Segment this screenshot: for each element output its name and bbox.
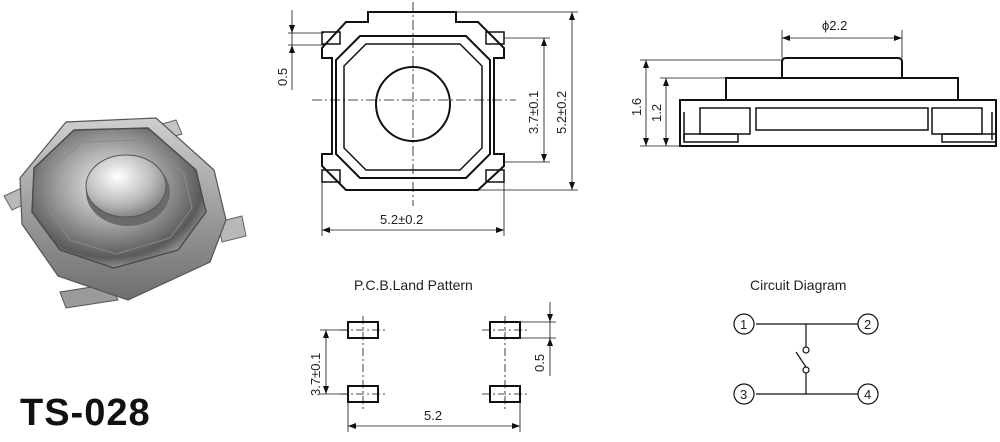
dim-pcb-horizontal: 5.2 <box>424 408 442 423</box>
pin-circle-3 <box>733 383 755 405</box>
pcb-title: P.C.B.Land Pattern <box>354 277 473 293</box>
pin-label-2: 2 <box>864 317 871 332</box>
model-number: TS-028 <box>20 392 151 434</box>
dim-top-pitch: 0.5 <box>275 68 290 86</box>
pin-circle-2 <box>857 313 879 335</box>
side-view-button <box>781 57 903 78</box>
top-view <box>288 2 578 236</box>
product-photo <box>3 117 247 309</box>
pin-circle-1 <box>733 313 755 335</box>
dim-pcb-pad: 0.5 <box>532 354 547 372</box>
top-view-frame <box>335 35 491 179</box>
dim-side-total-height: 1.6 <box>629 98 644 116</box>
side-view-body <box>679 99 997 147</box>
circuit-title: Circuit Diagram <box>750 277 846 293</box>
dim-side-body-height: 1.2 <box>649 104 664 122</box>
dim-pcb-vertical: 3.7±0.1 <box>308 353 323 396</box>
circuit-diagram <box>733 313 879 405</box>
dim-top-body-horizontal: 5.2±0.2 <box>380 212 423 227</box>
pin-label-4: 4 <box>864 387 871 402</box>
pin-label-1: 1 <box>740 317 747 332</box>
dim-top-inner: 3.7±0.1 <box>526 91 541 134</box>
side-view <box>640 30 997 147</box>
dim-top-body-vertical: 5.2±0.2 <box>554 91 569 134</box>
dim-side-button: ϕ2.2 <box>822 18 847 33</box>
pcb-land-pattern <box>320 302 556 432</box>
switch-contact <box>795 351 807 368</box>
pin-label-3: 3 <box>740 387 747 402</box>
pin-circle-4 <box>857 383 879 405</box>
